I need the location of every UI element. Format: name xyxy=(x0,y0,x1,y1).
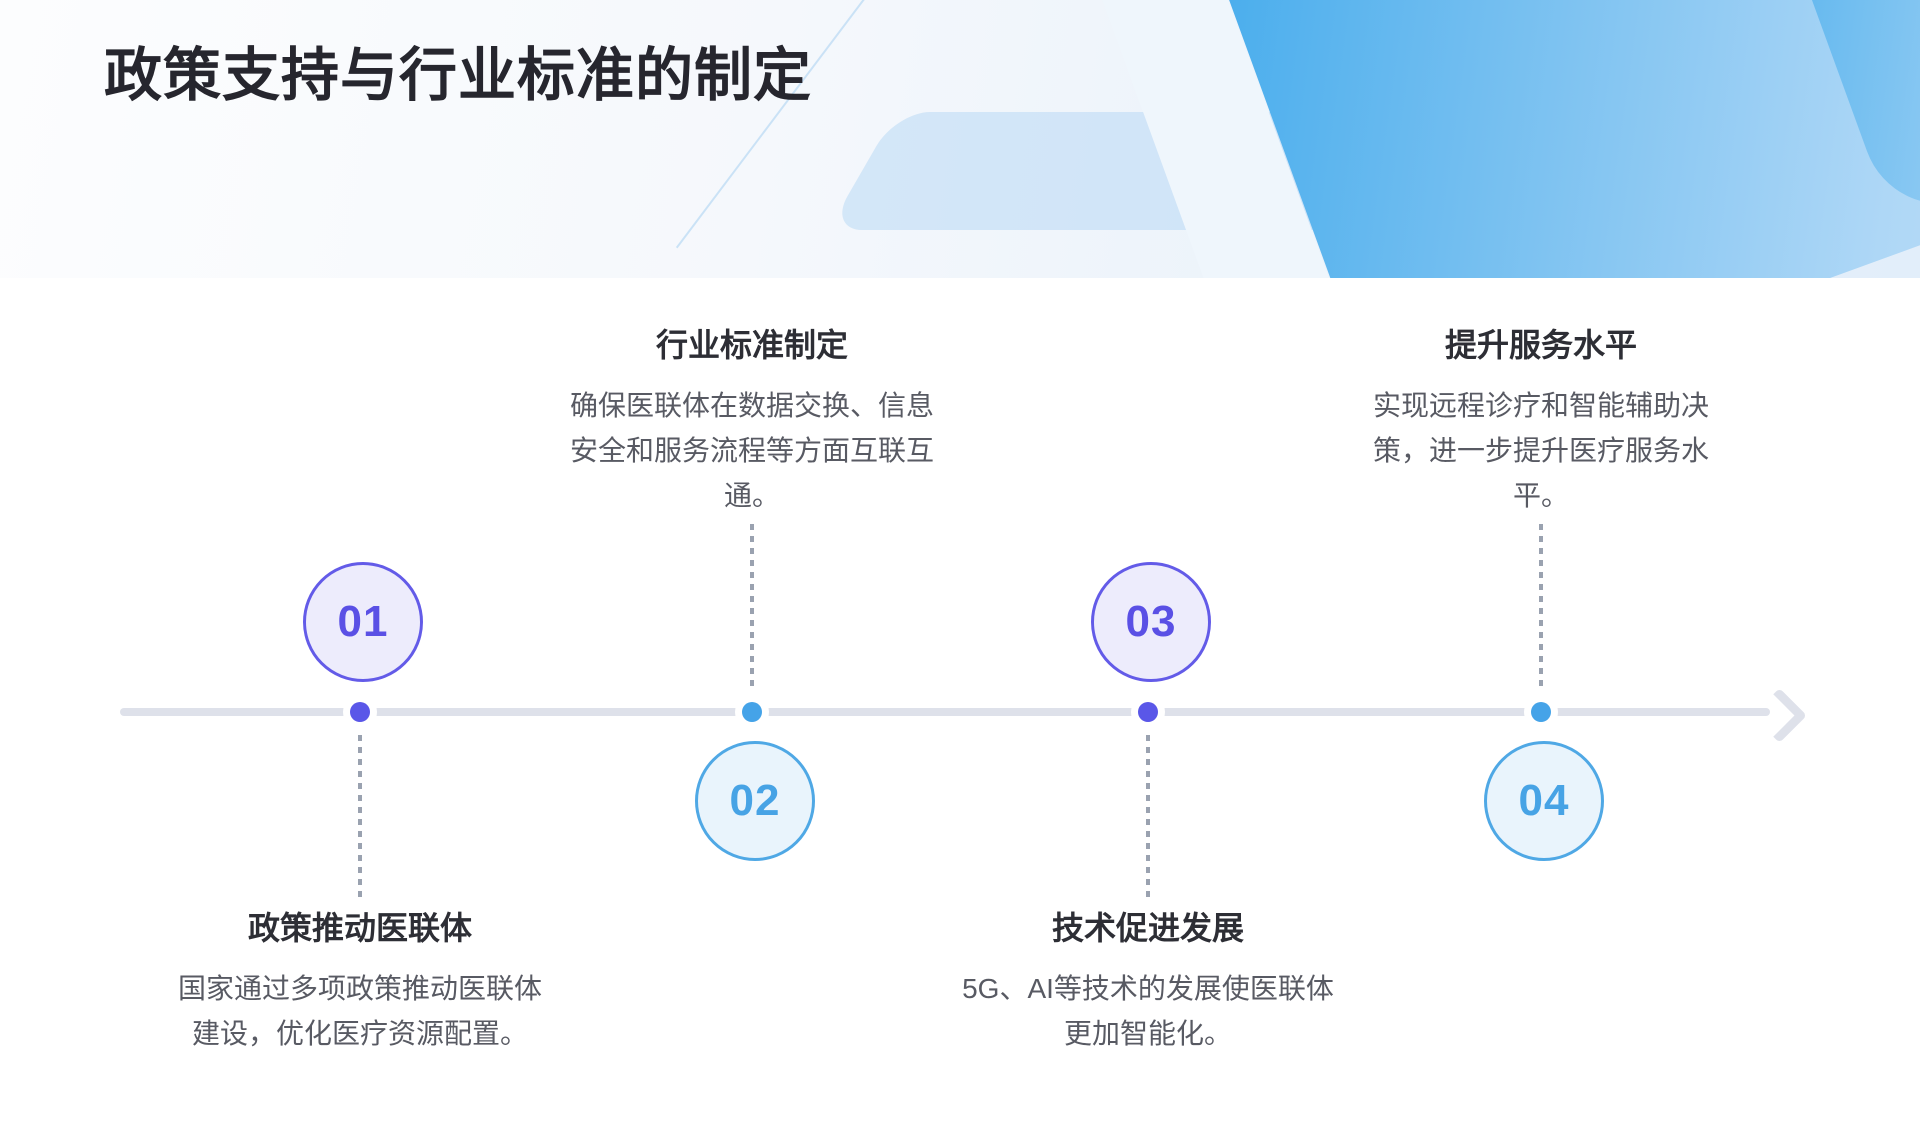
timeline-step-circle-03: 03 xyxy=(1091,562,1211,682)
timeline-step-circle-02: 02 xyxy=(695,741,815,861)
step-number: 03 xyxy=(1125,597,1177,646)
step-number: 04 xyxy=(1518,776,1570,825)
timeline-arrow-icon xyxy=(1751,687,1808,744)
timeline-dot-02 xyxy=(742,702,762,722)
step-body: 国家通过多项政策推动医联体 建设，优化医疗资源配置。 xyxy=(177,973,542,1049)
timeline-axis xyxy=(120,708,1770,716)
timeline-step-circle-04: 04 xyxy=(1484,741,1604,861)
step-text-block-04: 提升服务水平 实现远程诊疗和智能辅助决 策，进一步提升医疗服务水 平。 xyxy=(1341,325,1741,518)
step-body: 确保医联体在数据交换、信息 安全和服务流程等方面互联互 通。 xyxy=(569,390,934,511)
timeline-dot-01 xyxy=(350,702,370,722)
timeline-dot-04 xyxy=(1531,702,1551,722)
step-number: 02 xyxy=(729,776,781,825)
connector-04 xyxy=(1539,524,1543,690)
step-text-block-03: 技术促进发展 5G、AI等技术的发展使医联体 更加智能化。 xyxy=(948,908,1348,1056)
connector-02 xyxy=(750,524,754,690)
connector-03 xyxy=(1146,735,1150,903)
timeline-step-circle-01: 01 xyxy=(303,562,423,682)
slide-header: 政策支持与行业标准的制定 xyxy=(0,0,1920,278)
step-heading: 政策推动医联体 xyxy=(247,910,472,946)
step-heading: 技术促进发展 xyxy=(1051,910,1244,946)
step-text-block-01: 政策推动医联体 国家通过多项政策推动医联体 建设，优化医疗资源配置。 xyxy=(160,908,560,1056)
step-number: 01 xyxy=(337,597,389,646)
page-title: 政策支持与行业标准的制定 xyxy=(104,43,813,108)
connector-01 xyxy=(358,735,362,903)
step-body: 5G、AI等技术的发展使医联体 更加智能化。 xyxy=(962,973,1334,1049)
step-body: 实现远程诊疗和智能辅助决 策，进一步提升医疗服务水 平。 xyxy=(1372,390,1709,511)
step-text-block-02: 行业标准制定 确保医联体在数据交换、信息 安全和服务流程等方面互联互 通。 xyxy=(552,325,952,518)
step-heading: 行业标准制定 xyxy=(655,327,848,363)
step-heading: 提升服务水平 xyxy=(1444,327,1637,363)
timeline-dot-03 xyxy=(1138,702,1158,722)
